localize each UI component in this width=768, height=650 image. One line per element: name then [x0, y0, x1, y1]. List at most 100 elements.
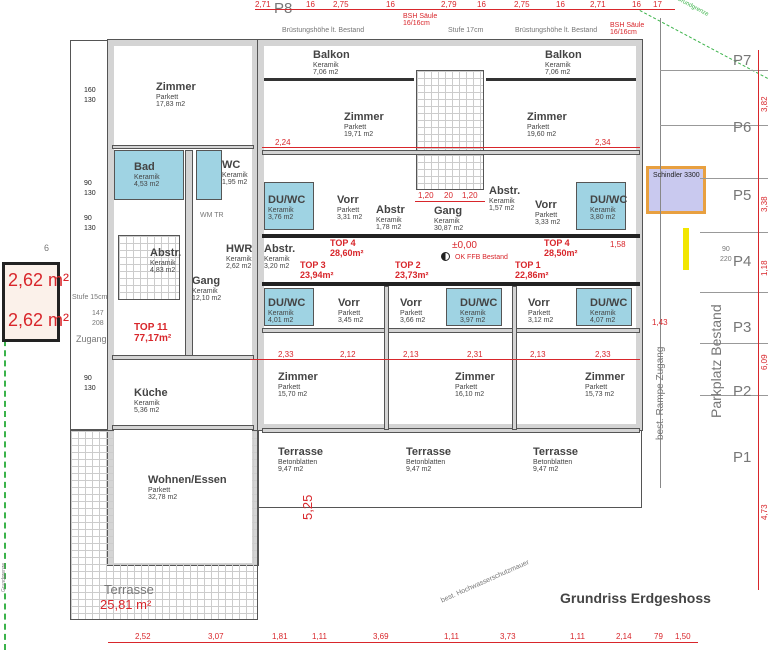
room-floor: Keramik: [590, 309, 616, 317]
parking-dim: 3,82: [760, 96, 768, 112]
room-area: 1,57 m2: [489, 204, 515, 212]
room-floor: Parkett: [455, 383, 478, 391]
room-floor: Parkett: [338, 309, 361, 317]
note: Zugang: [76, 334, 107, 344]
window-mark: 90: [84, 375, 92, 382]
wall: [262, 150, 640, 155]
room-floor: Betonblatten: [278, 458, 318, 466]
room-area: 15,73 m2: [585, 390, 615, 398]
window-mark: 90: [84, 215, 92, 222]
room-name: DU/WC: [460, 297, 498, 309]
room-area: 7,06 m2: [545, 68, 571, 76]
parking-dim-line: [758, 50, 759, 590]
room-floor: Keramik: [268, 309, 294, 317]
dim-top: 2,75: [333, 0, 349, 9]
wall: [112, 145, 254, 149]
room-floor: Parkett: [156, 93, 179, 101]
room-floor: Keramik: [460, 309, 486, 317]
terrace-row: [258, 430, 642, 508]
dim-top: 2,71: [255, 0, 271, 9]
unit-area: 23,73m²: [395, 269, 429, 280]
dim-bottom: 2,52: [135, 632, 151, 641]
dimension-line-bottom: [108, 642, 698, 643]
room-name: Wohnen/Essen: [148, 474, 227, 486]
room-area: 3,31 m2: [337, 213, 363, 221]
dim-bottom: 3,07: [208, 632, 224, 641]
room-area: 12,10 m2: [192, 294, 222, 302]
room-name: WC: [222, 159, 241, 171]
dim-bottom: 1,50: [675, 632, 691, 641]
room-area: 3,66 m2: [400, 316, 426, 324]
window-mark: 130: [84, 385, 96, 392]
parking-divider: [660, 70, 768, 71]
dim-mid: 2,12: [340, 350, 356, 359]
note: best. Hochwasserschutzmauer: [440, 559, 531, 605]
shower-area: [446, 288, 502, 326]
room-floor: Keramik: [434, 217, 460, 225]
note: BSH Säule 16/16cm: [610, 22, 645, 36]
room-floor: Keramik: [226, 255, 252, 263]
parking-divider: [700, 292, 768, 293]
corridor-wall-top: [262, 234, 640, 238]
note: Grundgrenze: [675, 0, 710, 18]
wall: [185, 150, 193, 360]
room-name: Gang: [192, 275, 221, 287]
note: Stufe 15cm: [72, 294, 108, 301]
room-name: Vorr: [535, 199, 557, 211]
parking-spot: P7: [733, 52, 752, 69]
room-area: 1,95 m2: [222, 178, 248, 186]
room-area: 3,12 m2: [528, 316, 554, 324]
dim-mid: 2,33: [595, 350, 611, 359]
storage-area-1: 2,62 m²: [8, 270, 70, 290]
parking-spot: P3: [733, 319, 752, 336]
room-name: Abstr: [376, 204, 405, 216]
room-name: HWR: [226, 243, 253, 255]
room-area: 30,87 m2: [434, 224, 464, 232]
note: 208: [92, 320, 104, 327]
room-name: DU/WC: [268, 297, 306, 309]
storage-box: [2, 262, 60, 342]
shower-area: [264, 182, 314, 230]
room-name: DU/WC: [590, 297, 628, 309]
terrace-left-cover: [114, 430, 252, 563]
room-area: 3,76 m2: [268, 213, 294, 221]
room-name: Vorr: [337, 194, 359, 206]
room-name: Zimmer: [344, 111, 384, 123]
dim-top: 16: [632, 0, 641, 9]
room-floor: Betonblatten: [406, 458, 446, 466]
dim-mid: 2,33: [278, 350, 294, 359]
room-floor: Keramik: [192, 287, 218, 295]
room-floor: Keramik: [545, 61, 571, 69]
room-name: Vorr: [400, 297, 422, 309]
dim-bottom: 1,11: [444, 632, 459, 641]
dim-top: 2,79: [441, 0, 457, 9]
parking-divider: [700, 178, 768, 179]
wall: [262, 428, 640, 433]
dimension-line-mid: [250, 359, 640, 360]
unit-name: TOP 3: [300, 260, 326, 270]
room-area: 3,80 m2: [590, 213, 616, 221]
room-floor: Keramik: [268, 206, 294, 214]
dim-bottom: 3,73: [500, 632, 516, 641]
room-name: Zimmer: [156, 81, 196, 93]
room-floor: Parkett: [344, 123, 367, 131]
room-area: 16,10 m2: [455, 390, 485, 398]
dim-bottom: 2,14: [616, 632, 632, 641]
note: BSH Säule 16/16cm: [403, 13, 438, 27]
room-area: 5,36 m2: [134, 406, 160, 414]
shower-area: [264, 288, 314, 326]
unit-area: 28,60m²: [330, 247, 364, 258]
wall: [512, 286, 517, 430]
